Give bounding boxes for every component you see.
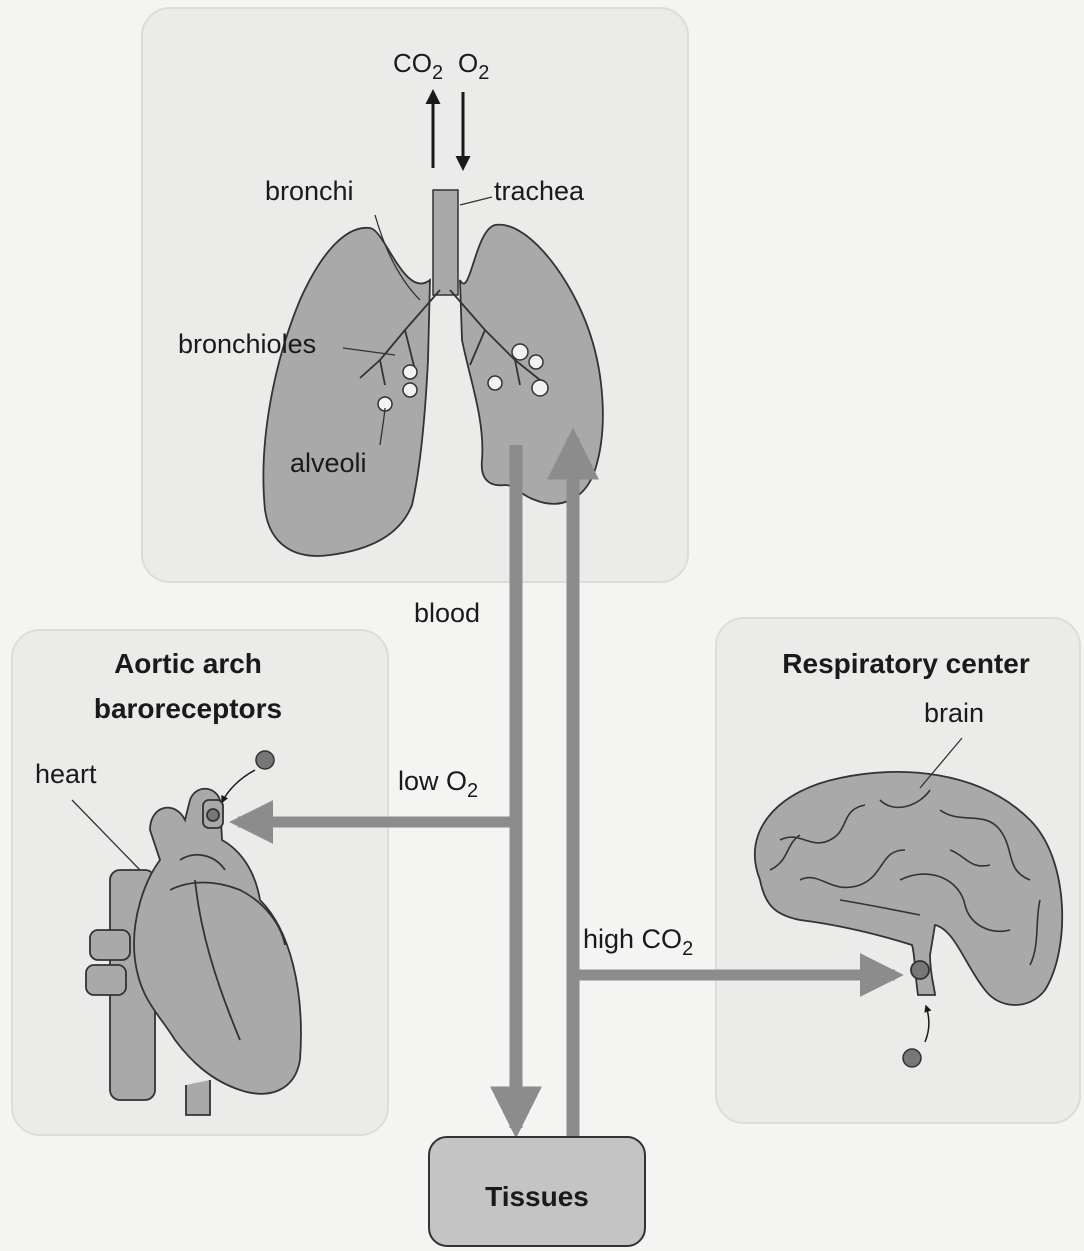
respiratory-title: Respiratory center <box>782 648 1030 679</box>
trachea-shape <box>433 190 458 295</box>
blood-label: blood <box>414 598 480 628</box>
heart-label: heart <box>35 759 97 789</box>
respiratory-receptor-dot <box>903 1049 921 1067</box>
high-co2-label: high CO2 <box>583 924 693 960</box>
tissues-label: Tissues <box>485 1181 589 1212</box>
alveoli-label: alveoli <box>290 448 367 478</box>
aortic-title-line1: Aortic arch <box>114 648 262 679</box>
bronchioles-label: bronchioles <box>178 329 316 359</box>
bronchi-label: bronchi <box>265 176 354 206</box>
low-o2-label: low O2 <box>398 766 478 802</box>
trachea-label: trachea <box>494 176 585 206</box>
brain-label: brain <box>924 698 984 728</box>
aortic-receptor-dot <box>256 751 274 769</box>
aortic-title-line2: baroreceptors <box>94 693 282 724</box>
